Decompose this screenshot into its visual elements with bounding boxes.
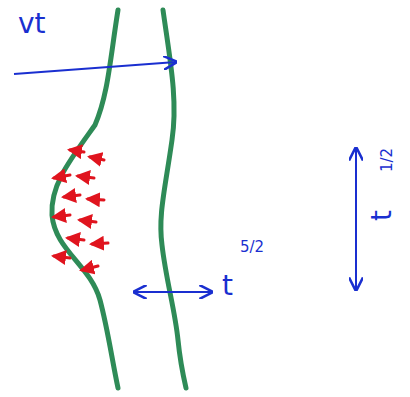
- length-label: t: [368, 210, 396, 221]
- length-exponent: 1/2: [380, 148, 395, 172]
- width-label: t: [222, 272, 233, 300]
- flow-arrows: [54, 150, 108, 270]
- width-exponent: 5/2: [240, 240, 264, 255]
- velocity-arrow: [14, 62, 176, 74]
- length-arrow: [355, 148, 357, 290]
- width-arrow: [134, 291, 212, 293]
- velocity-label: vt: [18, 10, 46, 38]
- right-front-curve: [161, 10, 186, 388]
